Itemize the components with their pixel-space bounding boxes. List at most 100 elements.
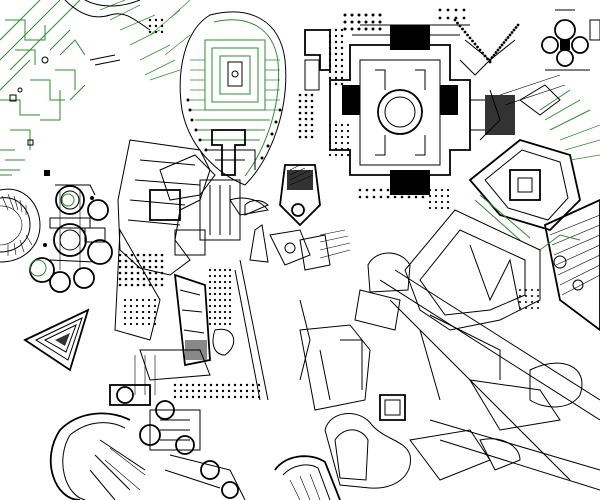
- column-dot: [209, 383, 213, 387]
- column-dot: [531, 301, 533, 303]
- column-dot: [213, 292, 217, 296]
- colonnade-dot: [496, 48, 500, 52]
- quatrefoil-tower: [541, 9, 600, 71]
- hexagon-building: [244, 164, 331, 271]
- column-dot: [160, 259, 164, 263]
- column-dot: [130, 265, 134, 269]
- column-dot: [434, 200, 438, 204]
- column-dot: [386, 195, 390, 199]
- column-dot: [135, 310, 139, 314]
- column-dot: [334, 34, 338, 38]
- column-dot: [203, 395, 207, 399]
- column-dot: [135, 304, 139, 308]
- column-dot: [147, 322, 151, 326]
- column-dot: [213, 286, 217, 290]
- column-dot: [334, 46, 338, 50]
- column-dot: [350, 20, 354, 24]
- column-dot: [191, 395, 195, 399]
- column-dot: [191, 389, 195, 393]
- column-dot: [179, 389, 183, 393]
- column-dot: [519, 301, 521, 303]
- column-dot: [357, 20, 361, 24]
- column-dot: [340, 34, 344, 38]
- colonnade-dot: [478, 48, 482, 52]
- column-dot: [537, 295, 539, 297]
- column-dot: [135, 298, 139, 302]
- column-dot: [372, 195, 376, 199]
- colonnade-dot: [498, 46, 502, 49]
- column-dot: [129, 298, 133, 302]
- column-dot: [123, 322, 127, 326]
- column-dot: [185, 395, 189, 399]
- column-dot: [218, 298, 222, 302]
- column-dot: [440, 206, 444, 210]
- column-dot: [154, 259, 158, 263]
- column-dot: [462, 16, 466, 20]
- column-dot: [310, 117, 314, 121]
- column-dot: [228, 292, 232, 296]
- column-dot: [340, 141, 344, 145]
- column-dot: [218, 274, 222, 278]
- column-dot: [173, 389, 177, 393]
- column-dot: [346, 135, 350, 139]
- column-dot: [340, 64, 344, 68]
- column-dot: [228, 304, 232, 308]
- column-dot: [227, 395, 231, 399]
- column-dot: [118, 277, 122, 281]
- column-dot: [328, 76, 332, 80]
- column-dot: [310, 93, 314, 97]
- column-dot: [213, 268, 217, 272]
- column-dot: [298, 93, 302, 97]
- column-dot: [223, 280, 227, 284]
- column-dot: [372, 188, 376, 192]
- column-dot: [421, 195, 425, 199]
- column-dot: [298, 135, 302, 139]
- column-dot: [304, 93, 308, 97]
- column-dot: [218, 304, 222, 308]
- colonnade-dot: [466, 33, 469, 37]
- column-dot: [371, 27, 375, 31]
- column-dot: [310, 129, 314, 133]
- column-dot: [304, 111, 308, 115]
- column-dot: [371, 20, 375, 24]
- column-dot: [358, 195, 362, 199]
- column-dot: [228, 274, 232, 278]
- column-dot: [118, 253, 122, 257]
- column-dot: [148, 18, 152, 22]
- column-dot: [310, 111, 314, 115]
- column-dot: [393, 195, 397, 199]
- column-dot: [154, 24, 158, 28]
- column-dot: [129, 310, 133, 314]
- column-dot: [304, 135, 308, 139]
- column-dot: [160, 271, 164, 275]
- column-dot: [334, 58, 338, 62]
- column-dot: [407, 195, 411, 199]
- column-dot: [153, 310, 157, 314]
- column-dot: [142, 253, 146, 257]
- column-dot: [118, 283, 122, 287]
- colonnade-dot: [473, 42, 477, 46]
- column-dot: [298, 129, 302, 133]
- column-dot: [334, 141, 338, 145]
- column-dot: [148, 271, 152, 275]
- column-dot: [257, 395, 261, 399]
- column-dot: [434, 206, 438, 210]
- column-dot: [378, 20, 382, 24]
- column-dot: [209, 395, 213, 399]
- amphitheater-left: [0, 188, 41, 263]
- column-dot: [438, 8, 442, 12]
- colonnade-dot: [512, 28, 516, 32]
- column-dot: [148, 277, 152, 281]
- column-dot: [173, 395, 177, 399]
- column-dot: [223, 268, 227, 272]
- colonnade-dot: [481, 51, 484, 55]
- colonnade-dot: [510, 31, 514, 34]
- column-dot: [239, 389, 243, 393]
- column-dot: [334, 28, 338, 32]
- column-dot: [160, 283, 164, 287]
- column-dot: [130, 277, 134, 281]
- column-dot: [239, 383, 243, 387]
- column-dot: [245, 389, 249, 393]
- column-dot: [208, 322, 212, 326]
- column-dot: [378, 13, 382, 17]
